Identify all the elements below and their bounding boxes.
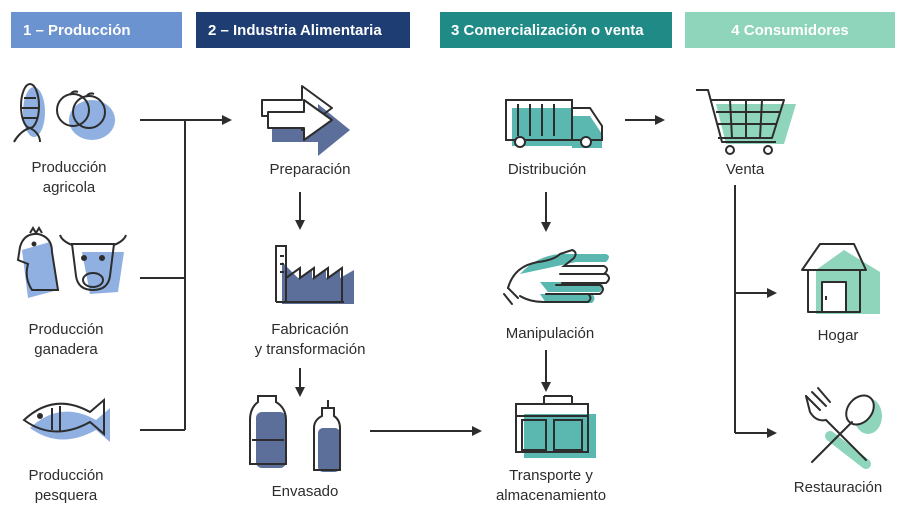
label-line: Producción (28, 467, 104, 484)
bottles-icon (249, 395, 341, 472)
label-line: Venta (725, 161, 765, 178)
label-manipulacion: Manipulación (482, 324, 618, 344)
label-hogar: Hogar (798, 326, 878, 346)
label-restauracion: Restauración (780, 478, 896, 498)
label-venta: Venta (700, 160, 790, 180)
label-line: pesquera (34, 487, 98, 504)
truck-icon (505, 99, 603, 148)
label-line: Producción (28, 321, 104, 338)
label-line: Preparación (269, 161, 351, 178)
label-line: agricola (42, 179, 96, 196)
label-line: Envasado (271, 483, 339, 500)
label-line: Producción (31, 159, 107, 176)
label-produccion-pesquera: Producción pesquera (8, 466, 124, 506)
label-produccion-agricola: Producción agricola (14, 158, 124, 198)
label-line: Fabricación (271, 321, 349, 338)
label-preparacion: Preparación (240, 160, 380, 180)
header-consumidores-label: 4 Consumidores (731, 21, 849, 39)
label-line: Restauración (793, 479, 883, 496)
connectors (140, 115, 777, 438)
header-consumidores: 4 Consumidores (685, 12, 895, 48)
fish-icon (22, 397, 110, 442)
label-line: Hogar (817, 327, 859, 344)
label-line: Distribución (507, 161, 587, 178)
label-fabricacion: Fabricación y transformación (230, 320, 390, 360)
corn-and-fruit-icon (13, 83, 115, 143)
header-produccion-label: 1 – Producción (23, 21, 131, 39)
warehouse-shelves-icon (515, 395, 596, 458)
header-industria-label: 2 – Industria Alimentaria (208, 21, 382, 39)
house-icon (801, 243, 880, 314)
label-envasado: Envasado (250, 482, 360, 502)
label-distribucion: Distribución (482, 160, 612, 180)
label-line: y transformación (254, 341, 366, 358)
label-line: almacenamiento (495, 487, 607, 504)
label-line: ganadera (34, 341, 98, 358)
header-industria: 2 – Industria Alimentaria (196, 12, 410, 48)
fork-spoon-icon (805, 387, 882, 469)
header-produccion: 1 – Producción (11, 12, 182, 48)
label-transporte: Transporte y almacenamiento (476, 466, 626, 506)
label-produccion-ganadera: Producción ganadera (8, 320, 124, 360)
label-line: Manipulación (505, 325, 595, 342)
label-line: Transporte y (509, 467, 593, 484)
shopping-cart-icon (696, 89, 796, 155)
header-comercializacion-label: 3 Comercialización o venta (451, 21, 644, 39)
header-comercializacion: 3 Comercialización o venta (440, 12, 672, 48)
chicken-and-cow-icon (16, 226, 127, 298)
factory-icon (275, 245, 354, 304)
gloved-hand-icon (503, 248, 610, 305)
arrows-icon (261, 85, 350, 156)
